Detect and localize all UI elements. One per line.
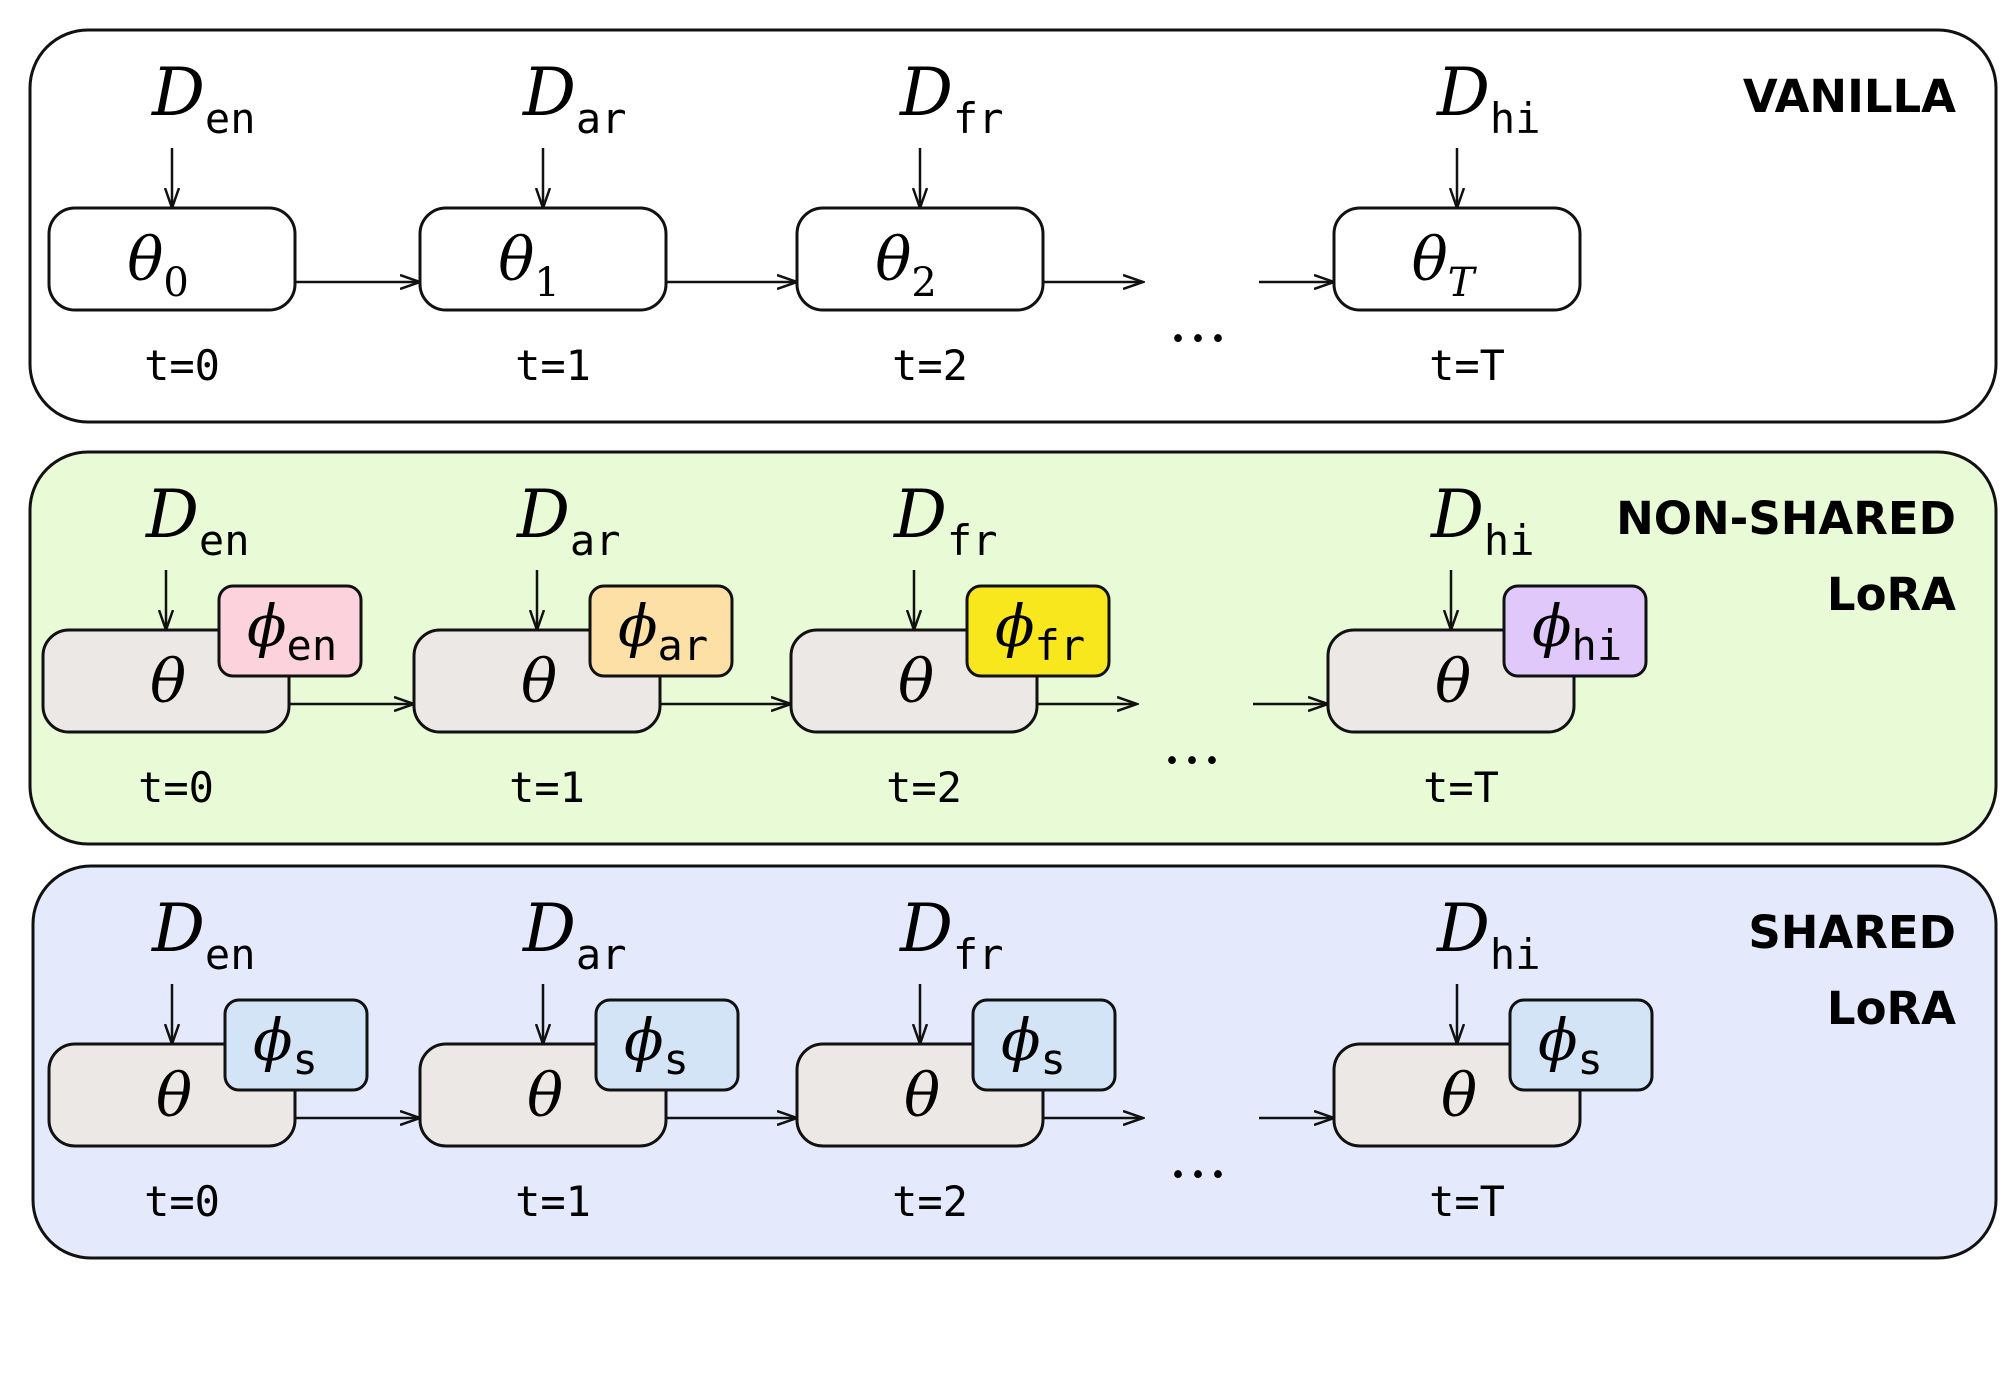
- lora-adapter-box: [971, 998, 1117, 1092]
- model-box: [1332, 206, 1582, 312]
- model-parameters: θ: [527, 1061, 563, 1131]
- ellipsis: …: [1168, 286, 1228, 356]
- lora-adapter-label: ϕs: [253, 1006, 318, 1084]
- lora-adapter-box: [1508, 998, 1654, 1092]
- step-t=2: Dfr θϕs t=2: [795, 890, 1117, 1226]
- model-parameters: θ: [521, 647, 557, 717]
- model-parameters: θ0: [127, 225, 189, 306]
- model-box: [795, 206, 1045, 312]
- dataset-label: Den: [151, 54, 256, 143]
- time-step-label: t=0: [138, 763, 214, 812]
- time-step-label: t=0: [144, 341, 220, 390]
- time-step-label: t=1: [515, 1177, 591, 1226]
- panel-title: LoRA: [1827, 982, 1956, 1035]
- time-step-label: t=2: [886, 763, 962, 812]
- time-step-label: t=1: [509, 763, 585, 812]
- lora-adapter-label: ϕen: [247, 592, 337, 670]
- model-parameters: θ: [898, 647, 934, 717]
- dataset-label: Dhi: [1436, 890, 1541, 979]
- time-step-label: t=T: [1423, 763, 1499, 812]
- lora-adapter-box: [965, 584, 1111, 678]
- time-step-label: t=T: [1429, 341, 1505, 390]
- model-parameters: θ: [150, 647, 186, 717]
- panel-title: NON-SHARED: [1616, 492, 1956, 545]
- model-parameters: θ1: [498, 225, 560, 306]
- step-t=T: Dhi θT t=T: [1332, 54, 1582, 390]
- lora-adapter-box: [1502, 584, 1648, 678]
- model-parameters: θ2: [875, 225, 937, 306]
- lora-adapter-label: ϕfr: [995, 592, 1085, 670]
- model-parameters: θ: [1435, 647, 1471, 717]
- dataset-label: Den: [151, 890, 256, 979]
- time-step-label: t=2: [892, 341, 968, 390]
- dataset-label: Dhi: [1430, 476, 1535, 565]
- panel-title: LoRA: [1827, 568, 1956, 621]
- panel-shared-lora: SHAREDLoRADenθϕst=0Darθϕst=1Dfrθϕst=2…Dh…: [31, 864, 1998, 1260]
- ellipsis: …: [1162, 708, 1222, 778]
- dataset-label: Dfr: [893, 476, 998, 565]
- lora-adapter-box: [223, 998, 369, 1092]
- lora-adapter-box: [588, 584, 734, 678]
- dataset-label: Dar: [516, 476, 621, 565]
- step-t=0: Den θ0 t=0: [47, 54, 297, 390]
- dataset-label: Dfr: [899, 890, 1004, 979]
- step-t=1: Dar θ1 t=1: [418, 54, 668, 390]
- panel-title: VANILLA: [1743, 70, 1956, 123]
- dataset-label: Dhi: [1436, 54, 1541, 143]
- dataset-label: Dar: [522, 890, 627, 979]
- panel-non-shared-lora: NON-SHAREDLoRADenθϕent=0Darθϕart=1Dfrθϕf…: [28, 450, 1998, 846]
- lora-adapter-label: ϕhi: [1532, 592, 1622, 670]
- model-parameters: θ: [156, 1061, 192, 1131]
- step-t=0: Den θϕs t=0: [47, 890, 369, 1226]
- panel-title: SHARED: [1748, 906, 1956, 959]
- dataset-label: Dar: [522, 54, 627, 143]
- dataset-label: Den: [145, 476, 250, 565]
- lora-adapter-label: ϕar: [618, 592, 708, 670]
- model-parameters: θ: [1441, 1061, 1477, 1131]
- ellipsis: …: [1168, 1122, 1228, 1192]
- lora-adapter-label: ϕs: [1001, 1006, 1066, 1084]
- time-step-label: t=1: [515, 341, 591, 390]
- model-box: [418, 206, 668, 312]
- model-parameters: θT: [1412, 225, 1478, 306]
- panel-vanilla: VANILLA Den θ0 t=0 Dar θ1 t=1 Dfr θ2 t=2 … Dhi θT t=T: [28, 28, 1998, 424]
- step-t=2: Dfr θ2 t=2: [795, 54, 1045, 390]
- lora-adapter-box: [217, 584, 363, 678]
- time-step-label: t=2: [892, 1177, 968, 1226]
- time-step-label: t=0: [144, 1177, 220, 1226]
- model-parameters: θ: [904, 1061, 940, 1131]
- model-box: [47, 206, 297, 312]
- lora-adapter-box: [594, 998, 740, 1092]
- step-t=1: Dar θϕs t=1: [418, 890, 740, 1226]
- lora-adapter-label: ϕs: [1538, 1006, 1603, 1084]
- time-step-label: t=T: [1429, 1177, 1505, 1226]
- lora-adapter-label: ϕs: [624, 1006, 689, 1084]
- dataset-label: Dfr: [899, 54, 1004, 143]
- step-t=T: Dhi θϕs t=T: [1332, 890, 1654, 1226]
